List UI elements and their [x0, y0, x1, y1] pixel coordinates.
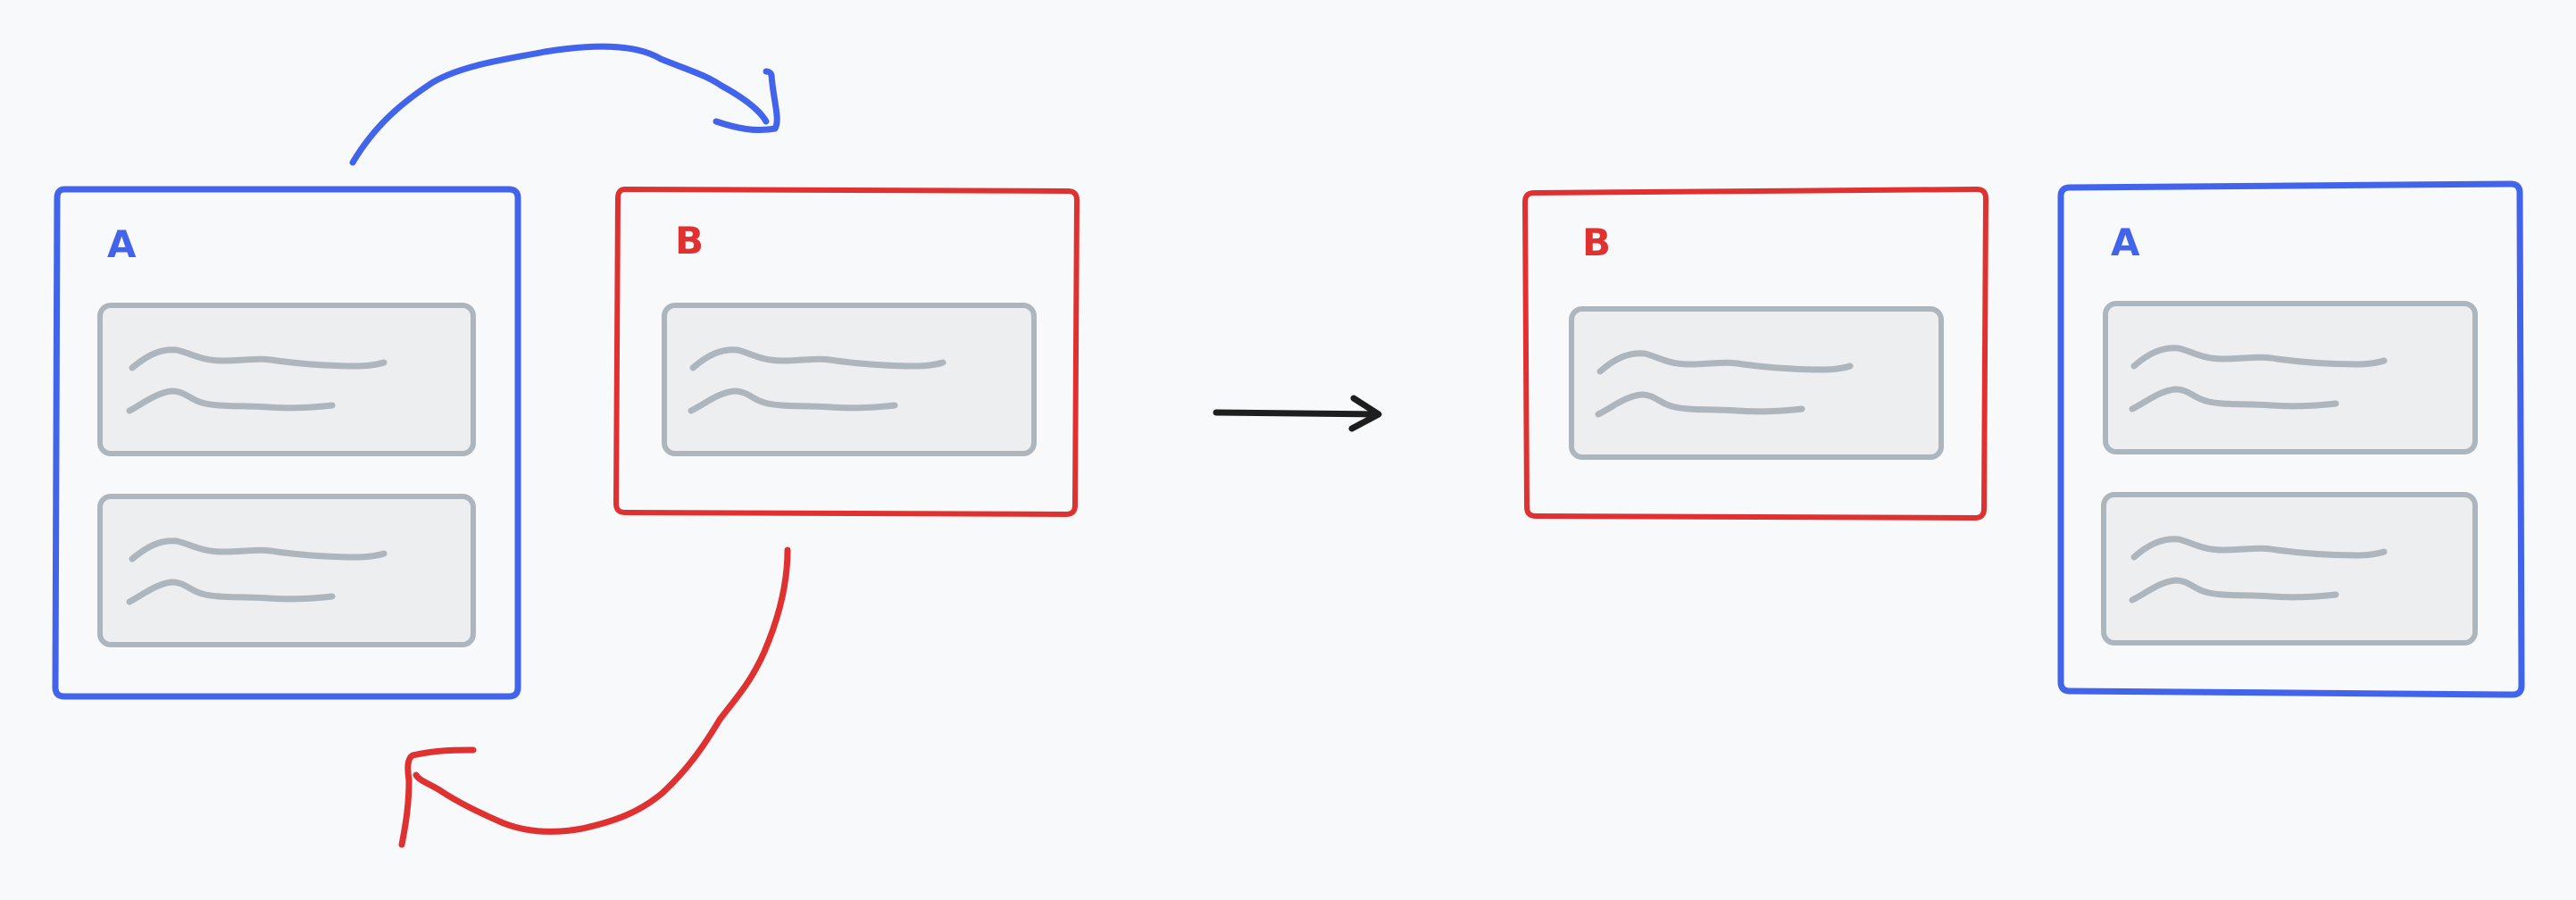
before-box-b-frame — [613, 187, 1080, 517]
scribble-line — [2129, 577, 2339, 604]
scribble-line — [689, 346, 946, 371]
after-box-a-label: A — [2111, 221, 2140, 264]
before-box-a-label: A — [107, 222, 137, 266]
scribble-line — [1596, 350, 1854, 375]
blue-swap-arrow — [349, 43, 780, 166]
before-box-a: A — [52, 186, 521, 700]
after-box-b-card-1 — [1569, 306, 1944, 460]
scribble-line — [2130, 536, 2388, 561]
scribble-line — [688, 388, 898, 414]
before-box-a-card-2 — [97, 494, 476, 647]
before-box-b: B — [613, 187, 1080, 517]
scribble-line — [126, 388, 336, 414]
before-box-a-frame — [52, 186, 521, 700]
after-box-a-card-2 — [2101, 492, 2478, 646]
before-box-b-label: B — [675, 219, 704, 262]
after-box-b-label: B — [1582, 221, 1611, 264]
scribble-line — [129, 538, 388, 562]
before-box-b-card-1 — [662, 303, 1037, 456]
scribble-line — [129, 346, 388, 371]
scribble-line — [2130, 345, 2388, 370]
before-box-a-card-1 — [97, 303, 476, 456]
after-box-a-card-1 — [2103, 301, 2478, 454]
red-swap-arrow — [398, 546, 791, 848]
after-box-b-frame — [1522, 187, 1988, 521]
scribble-line — [2129, 386, 2339, 412]
after-box-b: B — [1522, 187, 1988, 521]
scribble-line — [1595, 391, 1805, 418]
after-box-a-frame — [2057, 180, 2525, 698]
after-box-a: A — [2057, 180, 2525, 698]
scribble-line — [126, 579, 336, 605]
transition-arrow — [1213, 395, 1382, 432]
